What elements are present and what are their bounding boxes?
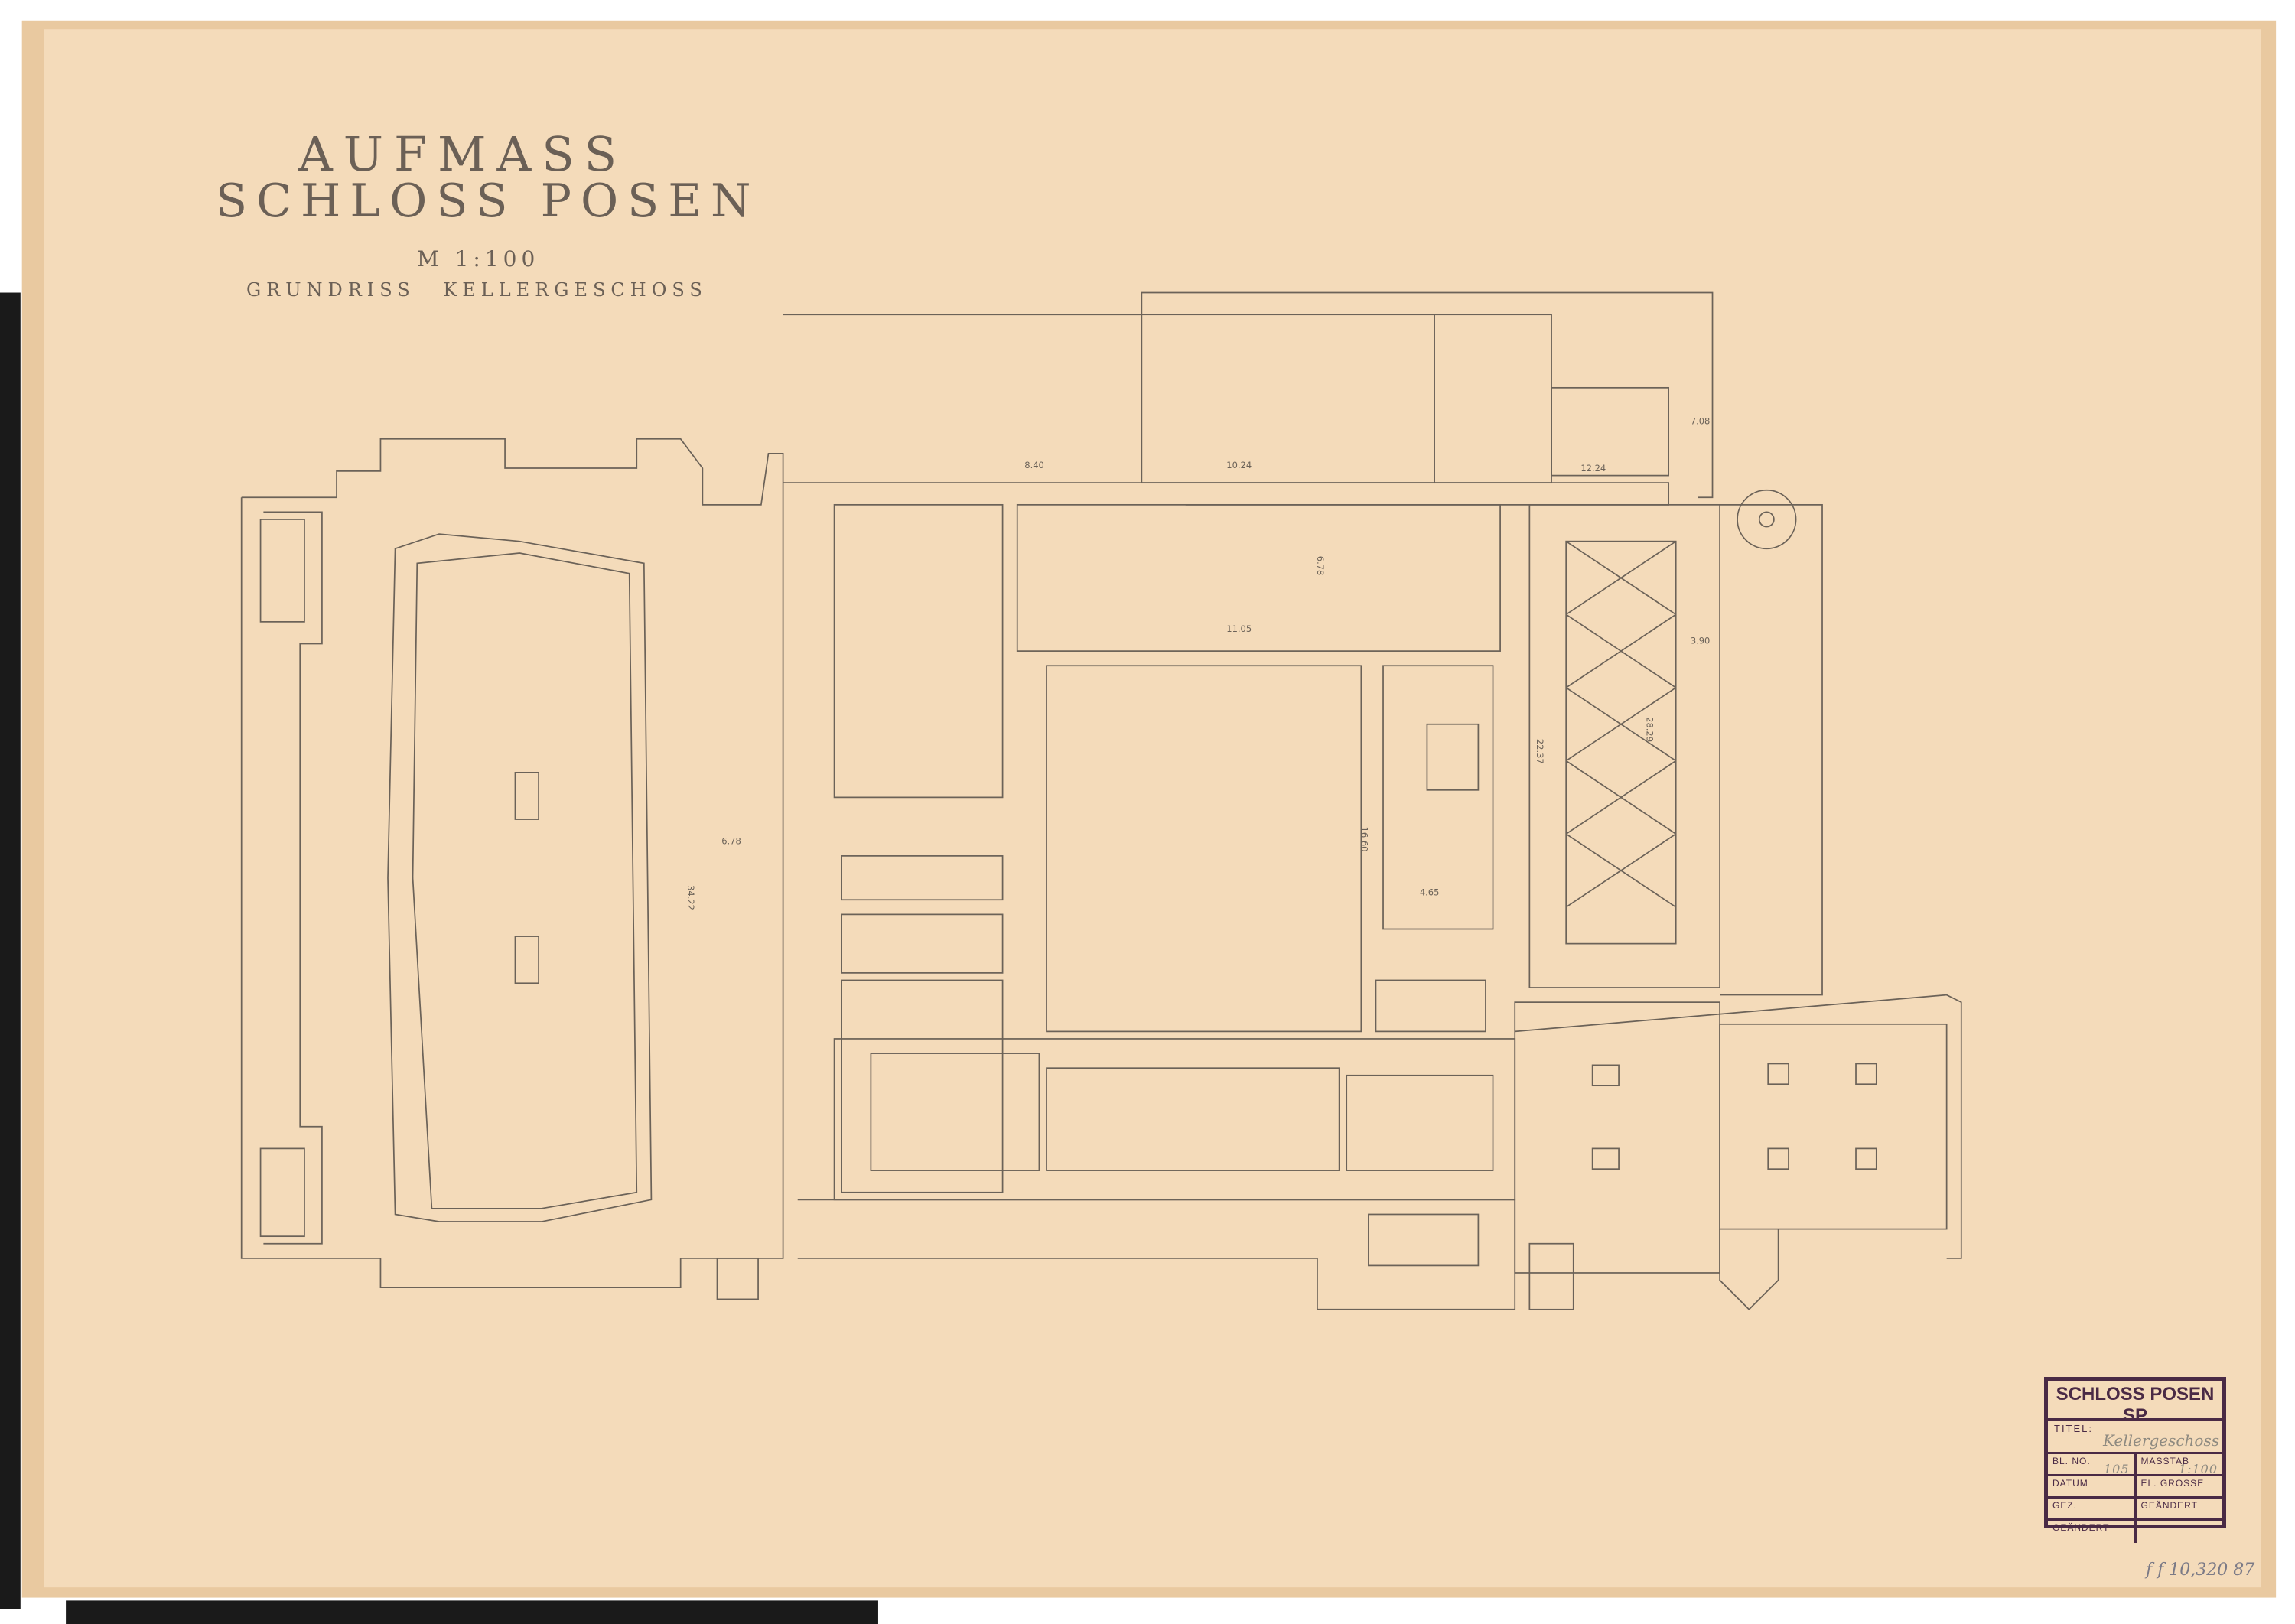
titel-value: Kellergeschoss — [2103, 1431, 2219, 1450]
floor-plan — [240, 291, 1962, 1311]
dimension-label: 22.37 — [1535, 739, 1545, 764]
bl-no-value: 105 — [2103, 1462, 2130, 1476]
stamp-header: SCHLOSS POSEN — [2056, 1384, 2215, 1404]
dimension-label: 10.24 — [1226, 460, 1252, 470]
dimension-label: 6.78 — [721, 836, 741, 847]
el-grosse-label: EL. GROSSE — [2140, 1478, 2205, 1489]
dimension-label: 4.65 — [1420, 887, 1440, 898]
bl-no-cell: BL. NO. 105 — [2048, 1454, 2137, 1476]
stamp-head: SCHLOSS POSEN SP — [2048, 1381, 2222, 1426]
dimension-label: 11.05 — [1226, 623, 1252, 634]
inventory-number: f f 10,320 87 — [2146, 1561, 2255, 1580]
paper — [44, 29, 2261, 1588]
dimension-label: 3.90 — [1691, 636, 1711, 646]
dimension-label: 8.40 — [1024, 460, 1044, 470]
dimension-label: 12.24 — [1580, 463, 1606, 474]
masstab-value: 1:100 — [2178, 1462, 2218, 1476]
dimension-label: 6.78 — [1315, 556, 1326, 576]
datum-label: DATUM — [2048, 1476, 2137, 1496]
dimension-label: 28.29 — [1644, 717, 1655, 742]
masstab-label: MASSTAB — [2140, 1456, 2189, 1466]
stamp-code: SP — [2122, 1405, 2147, 1426]
bl-no-label: BL. NO. — [2052, 1456, 2091, 1466]
dimension-label: 16.60 — [1359, 827, 1369, 852]
drawing-subtitle: GRUNDRISS KELLERGESCHOSS — [246, 279, 708, 301]
scale-label: M 1:100 — [417, 246, 540, 272]
geandert-label: GEÄNDERT — [2048, 1521, 2137, 1543]
titel-label: TITEL: — [2054, 1423, 2094, 1434]
title-block-stamp: SCHLOSS POSEN SP TITEL: Kellergeschoss B… — [2044, 1377, 2226, 1543]
empty-cell — [2137, 1521, 2223, 1543]
gez-label: GEZ. — [2048, 1499, 2137, 1518]
stamp-row: DATUM EL. GROSSE — [2048, 1476, 2222, 1499]
title-schloss-posen: SCHLOSS POSEN — [216, 174, 760, 228]
dimension-label: 34.22 — [685, 885, 696, 910]
title-aufmass: AUFMASS — [298, 126, 628, 182]
stamp-row: GEÄNDERT — [2048, 1521, 2222, 1543]
stamp-row: GEZ. GEÄNDERT — [2048, 1499, 2222, 1521]
dimension-labels: 34.22 6.78 22.37 4.65 10.24 11.05 6.78 8… — [685, 416, 1710, 910]
geandert-label: GEÄNDERT — [2140, 1500, 2198, 1511]
dimension-label: 7.08 — [1691, 416, 1711, 427]
bottom-binding-strip — [66, 1600, 878, 1624]
left-binding-strip — [0, 292, 21, 1609]
stamp-titel-row: TITEL: Kellergeschoss — [2048, 1421, 2222, 1454]
